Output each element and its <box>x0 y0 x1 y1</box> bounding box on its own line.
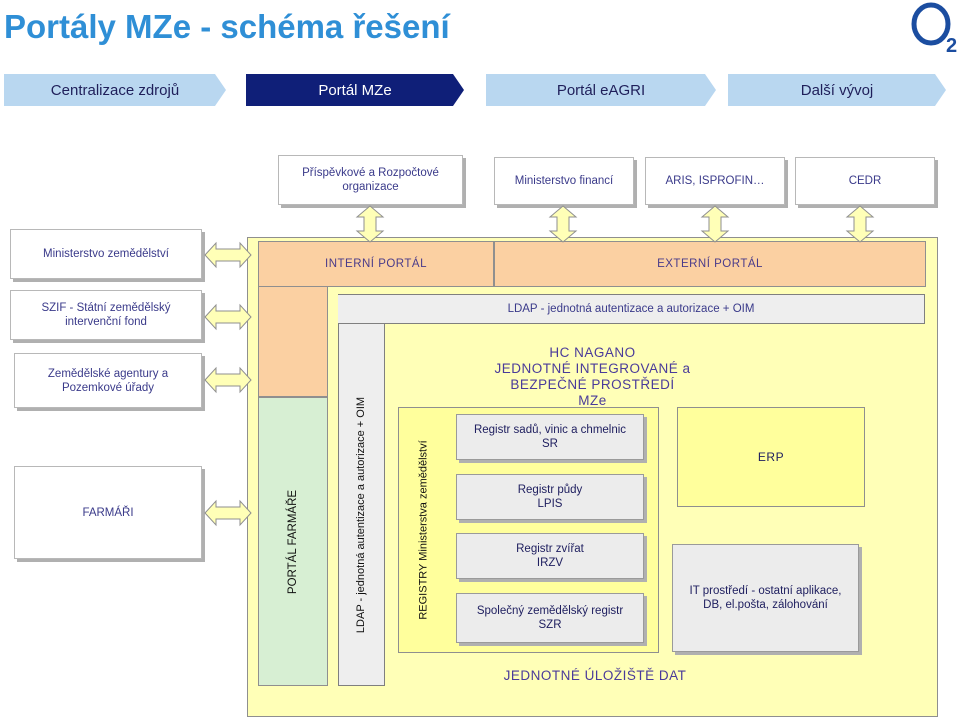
hc-line: MZe <box>578 393 607 408</box>
box-label: Příspěvkové a Rozpočtové organizace <box>302 167 439 193</box>
it-env-line: IT prostředí - ostatní aplikace, <box>689 585 842 597</box>
registry-item-code: SZR <box>538 619 562 631</box>
ldap-label: LDAP - jednotná autentizace a autorizace… <box>507 303 755 315</box>
registry-item-name: Společný zemědělský registr <box>476 605 624 617</box>
double-arrow-vertical-icon <box>548 205 578 243</box>
ldap-vertical-bar <box>338 294 385 686</box>
double-arrow-horizontal-icon <box>204 366 252 394</box>
externi-portal: EXTERNÍ PORTÁL <box>494 241 926 287</box>
step-dalsi-vyvoj: Další vývoj <box>728 74 946 106</box>
ldap-vertical-text-area: LDAP - jednotná autentizace a autorizace… <box>338 326 385 684</box>
step-centralizace: Centralizace zdrojů <box>4 74 226 106</box>
portal-label: EXTERNÍ PORTÁL <box>657 258 763 270</box>
hc-nagano-title: HC NAGANO JEDNOTNÉ INTEGROVANÉ a BEZPEČN… <box>470 345 715 409</box>
ldap-horizontal-bar: LDAP - jednotná autentizace a autorizace… <box>338 294 925 324</box>
double-arrow-vertical-icon <box>355 205 385 243</box>
portal-farmare: PORTÁL FARMÁŘE <box>258 397 328 686</box>
erp-label: ERP <box>757 450 785 464</box>
step-portal-mze: Portál MZe <box>246 74 464 106</box>
registry-item-sr: Registr sadů, vinic a chmelnic SR <box>456 414 644 460</box>
registry-label-area: REGISTRY Ministerstva zemědělství <box>398 407 450 653</box>
box-aris-isprofin: ARIS, ISPROFIN… <box>645 157 785 205</box>
registry-item-name: Registr půdy <box>517 484 583 496</box>
o2-logo: 2 <box>911 2 957 56</box>
hc-line: HC NAGANO <box>549 345 636 360</box>
portal-farmare-label: PORTÁL FARMÁŘE <box>287 489 300 594</box>
box-ministerstvo-financi: Ministerstvo financí <box>494 157 634 205</box>
portal-label: INTERNÍ PORTÁL <box>325 258 427 270</box>
box-cedr: CEDR <box>795 157 935 205</box>
double-arrow-vertical-icon <box>700 205 730 243</box>
registry-item-szr: Společný zemědělský registr SZR <box>456 593 644 643</box>
step-label: Portál MZe <box>318 81 392 99</box>
registry-item-name: Registr zvířat <box>516 543 584 555</box>
registry-item-code: IRZV <box>536 557 564 569</box>
box-label: Zemědělské agentury a Pozemkové úřady <box>47 367 169 394</box>
ldap-vertical-label: LDAP - jednotná autentizace a autorizace… <box>355 396 368 634</box>
jednotne-uloziste-dat: JEDNOTNÉ ÚLOŽIŠTĚ DAT <box>503 668 687 683</box>
page-title: Portály MZe - schéma řešení <box>4 8 450 45</box>
registry-item-name: Registr sadů, vinic a chmelnic <box>473 424 627 436</box>
box-label: ARIS, ISPROFIN… <box>665 175 765 187</box>
interni-portal: INTERNÍ PORTÁL <box>258 241 494 287</box>
it-env-line: DB, el.pošta, zálohování <box>703 599 828 611</box>
hc-line: BEZPEČNÉ PROSTŘEDÍ <box>510 377 675 392</box>
step-label: Centralizace zdrojů <box>50 81 180 99</box>
registry-item-lpis: Registr půdy LPIS <box>456 474 644 520</box>
double-arrow-horizontal-icon <box>204 241 252 269</box>
box-zemedelske-agentury: Zemědělské agentury a Pozemkové úřady <box>14 353 202 408</box>
registry-item-code: LPIS <box>537 498 563 510</box>
double-arrow-horizontal-icon <box>204 499 252 527</box>
double-arrow-vertical-icon <box>845 205 875 243</box>
step-label: Portál eAGRI <box>556 81 646 99</box>
step-label: Další vývoj <box>800 81 874 99</box>
box-szif: SZIF - Státní zemědělský intervenční fon… <box>10 290 202 340</box>
svg-text:2: 2 <box>946 35 957 56</box>
interni-portal-column <box>258 287 328 397</box>
hc-line: JEDNOTNÉ INTEGROVANÉ a <box>494 361 691 376</box>
box-label: FARMÁŘI <box>82 506 134 519</box>
box-label: Ministerstvo financí <box>514 175 614 187</box>
box-label: Ministerstvo zemědělství <box>43 248 169 260</box>
box-ministerstvo-zemedelstvi: Ministerstvo zemědělství <box>10 229 202 279</box>
double-arrow-horizontal-icon <box>204 303 252 331</box>
box-farmari: FARMÁŘI <box>14 466 202 559</box>
box-label: CEDR <box>848 175 882 187</box>
registry-item-code: SR <box>542 438 558 450</box>
box-prispevkove-organizace: Příspěvkové a Rozpočtové organizace <box>278 155 463 205</box>
step-portal-eagri: Portál eAGRI <box>486 74 716 106</box>
it-prostredi-box: IT prostředí - ostatní aplikace, DB, el.… <box>672 544 859 652</box>
erp-box: ERP <box>677 407 865 507</box>
box-label: SZIF - Státní zemědělský intervenční fon… <box>41 302 171 328</box>
registry-label: REGISTRY Ministerstva zemědělství <box>418 440 431 620</box>
registry-item-irzv: Registr zvířat IRZV <box>456 533 644 579</box>
